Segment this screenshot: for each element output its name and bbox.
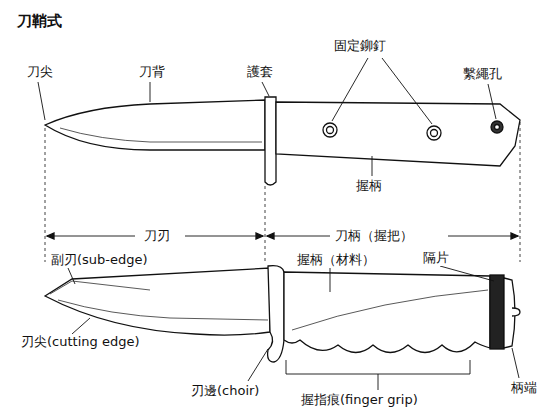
part-label: 護套 xyxy=(246,64,274,80)
part-label: 握柄（材料） xyxy=(296,252,376,268)
part-label: 刀柄（握把） xyxy=(334,228,414,244)
part-label: 握指痕(finger grip) xyxy=(300,392,419,408)
part-label: 刀尖 xyxy=(26,64,54,80)
part-label: 刀刃 xyxy=(143,228,171,244)
part-label: 刃尖(cutting edge) xyxy=(20,334,140,350)
part-label: 繫繩孔 xyxy=(462,66,503,82)
part-label: 握柄 xyxy=(355,178,383,194)
part-label: 刃邊(choir) xyxy=(190,383,260,399)
part-label: 柄端 xyxy=(510,380,538,396)
part-label: 副刃(sub-edge) xyxy=(50,252,149,268)
part-label: 刀背 xyxy=(138,64,166,80)
part-label: 固定鉚釘 xyxy=(333,38,387,54)
part-label: 隔片 xyxy=(422,250,450,266)
diagram-title: 刀鞘式 xyxy=(16,12,63,30)
